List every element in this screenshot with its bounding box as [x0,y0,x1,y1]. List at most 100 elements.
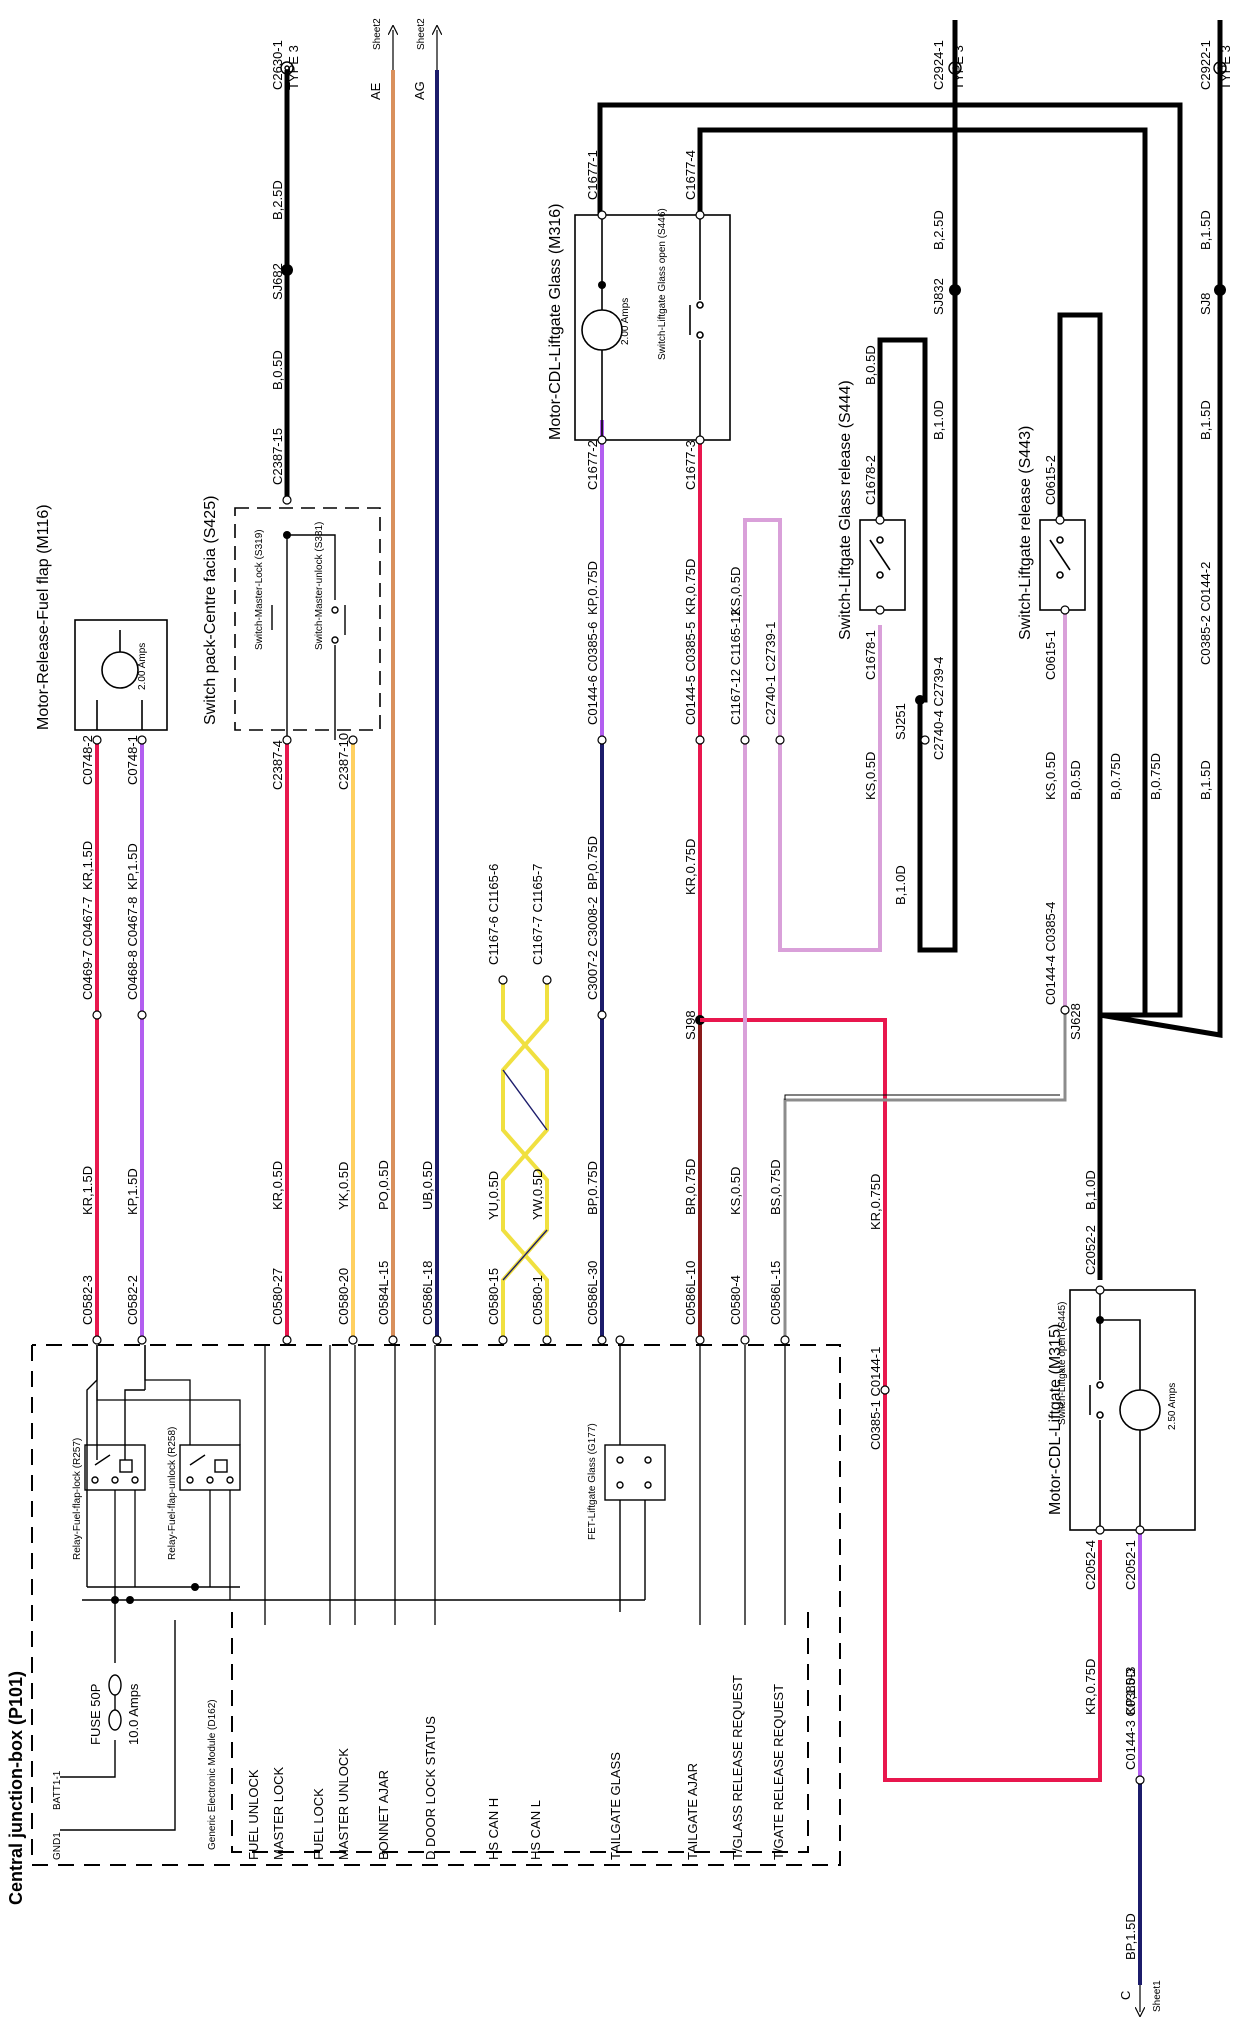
splice-label: SJ251 [893,703,908,740]
wire-label: UB,0.5D [420,1161,435,1210]
wire-kr075-b [700,1018,887,1390]
gem-fn-fuel-unlock: FUEL UNLOCK [246,1769,261,1860]
wire-label: B,2.5D [270,180,285,220]
splice-sj832 [949,284,961,296]
wire-label: KR,1.5D [80,841,95,890]
gnd-label: GND1 [52,1832,63,1860]
connector-label: C0586L-30 [585,1261,600,1325]
connector-label: C0580-27 [270,1268,285,1325]
connector-label: C0615-2 [1043,455,1058,505]
gem-pin-stubs [264,1345,786,1625]
splice-sj8 [1214,284,1226,296]
power-feed [60,1345,645,1831]
motor-m116 [74,619,168,731]
gem-fn-tglass-release: T/GLASS RELEASE REQUEST [730,1675,745,1860]
connector-label: C0144-6 C0385-6 [585,622,600,725]
wire-label: YK,0.5D [336,1162,351,1210]
splice-label: SJ832 [931,278,946,315]
component-s444-label: Switch-Liftgate Glass release (S444) [837,380,854,640]
wire-b075-s443 [1057,312,1103,1015]
splice-label: SJ682 [270,263,285,300]
connector-label: C3007-2 C3008-2 [585,897,600,1000]
wire-label: B,1.0D [893,865,908,905]
sheet2-label: Sheet2 [372,18,383,50]
fuse-amps-label: 10.0 Amps [126,1683,141,1745]
motor-m316 [574,214,731,441]
connector-label: C1677-2 [585,440,600,490]
splice-dot [598,281,606,289]
relay-lock-label: Relay-Fuel-flap-lock (R257) [72,1438,83,1560]
wire-label: B,1.5D [1198,400,1213,440]
fet-liftgate-glass [604,1345,666,1612]
wire-label: KR,0.75D [683,559,698,615]
wire-label: BP,0.75D [585,1161,600,1215]
connector-label: C0748-1 [125,735,140,785]
connector-label: C2922-1 [1198,40,1213,90]
gem-fn-hs-can-h: HS CAN H [486,1798,501,1860]
junction-box-outline [31,1344,841,1866]
wire-label: B,0.75D [1108,753,1123,800]
connector-label: C0144-5 C0385-5 [683,622,698,725]
connector-label: C0615-1 [1043,630,1058,680]
connector-label: C0580-1 [530,1275,545,1325]
motor-amps: 2.00 Amps [137,643,148,690]
splice-dot [191,1583,199,1591]
gem-fn-tgate-release: T/GATE RELEASE REQUEST [771,1684,786,1860]
sheet2-label: Sheet2 [416,18,427,50]
connector-label: C0586L-15 [768,1261,783,1325]
connector-label: C0748-2 [80,735,95,785]
connector-label: C0385-1 C0144-1 [868,1347,883,1450]
wire-label: KP,1.5D [125,843,140,890]
sheet-ref: C [1118,1991,1133,2000]
connector-label: C1167-12 C1165-12 [728,609,743,725]
connector-label: C0469-7 C0467-7 [80,897,95,1000]
sheet1-label: Sheet1 [1152,1980,1163,2012]
component-m116-label: Motor-Release-Fuel flap (M116) [35,504,52,730]
fuse-symbol [108,1674,122,1731]
switch-pack-outline [234,507,381,731]
splice-dot [1096,1316,1104,1324]
wire-label: KR,0.5D [270,1161,285,1210]
connector-label: C1678-2 [863,455,878,505]
connector-label: C1677-1 [585,150,600,200]
switch-s445-label: Switch-Liftgate open (S445) [1057,1302,1068,1425]
page-title: Central junction-box (P101) [6,1671,26,1905]
connector-label: C0584L-15 [376,1261,391,1325]
gem-fn-master-unlock: MASTER UNLOCK [336,1748,351,1860]
wire-label: KS,0.5D [863,752,878,800]
gem-fn-fuel-lock: FUEL LOCK [311,1788,326,1860]
wire-kr075-c [883,1390,1102,1782]
connector-label: C0580-15 [486,1268,501,1325]
wire-label: BP,1.5D [1123,1913,1138,1960]
ground-label: TYPE 3 [286,45,301,90]
component-s443-label: Switch-Liftgate release (S443) [1017,426,1034,640]
relay-links [96,1345,241,1600]
splice-dot [283,531,291,539]
wire-label: KP,1.5D [125,1168,140,1215]
splice-dot [126,1596,134,1604]
switch-s319-label: Switch-Master-Lock (S319) [254,529,265,650]
wire-label: B,0.5D [863,345,878,385]
connector-label: C0580-20 [336,1268,351,1325]
connector-label: C1167-7 C1165-7 [530,864,545,965]
component-s425-label: Switch pack-Centre facia (S425) [202,496,219,725]
wire-label: B,1.0D [1083,1170,1098,1210]
wire-label: KS,0.5D [728,1167,743,1215]
can-bus-twisted-pair [501,980,549,1340]
component-m316-label: Motor-CDL-Liftgate Glass (M316) [547,203,564,440]
wire-label: YW,0.5D [530,1169,545,1220]
connector-label: C2387-10 [336,733,351,790]
wire-label: B,1.5D [1198,210,1213,250]
wire-label: KS,0.5D [1043,752,1058,800]
connector-label: C0144-3 C0385-3 [1123,1667,1138,1770]
splice-sj682 [281,264,293,276]
fuse-label: FUSE 50P [88,1684,103,1745]
wire-label: B,0.5D [270,350,285,390]
connector-label: C0586L-18 [420,1261,435,1325]
wire-b10-s444 [877,20,958,953]
batt-label: BATT1-1 [52,1770,63,1810]
splice-label: SJ98 [683,1010,698,1040]
wire-label: KR,0.75D [683,839,698,895]
sheet-ref: AE [368,82,383,100]
